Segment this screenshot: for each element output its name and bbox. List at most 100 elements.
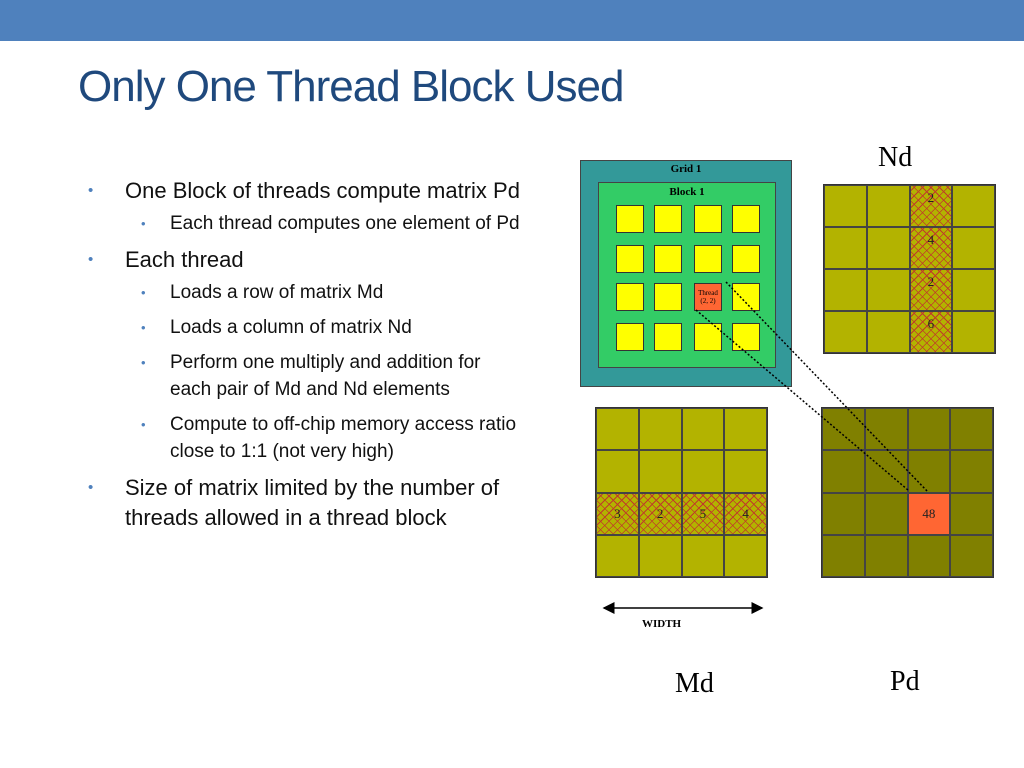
- thread-square: [694, 245, 722, 273]
- bullet-dot-icon: •: [88, 479, 94, 496]
- matrix-cell: [824, 269, 867, 311]
- bullet-dot-icon: •: [88, 182, 94, 199]
- sub-bullet-list: • Loads a row of matrix Md • Loads a col…: [141, 279, 526, 465]
- matrix-cell: [724, 534, 767, 577]
- thread-square: [654, 205, 682, 233]
- matrix-cell: [907, 408, 951, 451]
- bullet-text: Size of matrix limited by the number of …: [125, 475, 500, 530]
- matrix-cell: [596, 408, 639, 451]
- matrix-cell: [822, 492, 865, 535]
- thread-square: [732, 323, 760, 351]
- matrix-cell: [866, 185, 910, 227]
- bullet-dot-icon: •: [88, 251, 94, 268]
- matrix-cell: [596, 450, 639, 493]
- sub-bullet-list: • Each thread computes one element of Pd: [141, 210, 526, 237]
- sub-bullet-item: • Compute to off-chip memory access rati…: [141, 411, 526, 465]
- matrix-cell: [952, 185, 995, 227]
- matrix-cell: 5: [681, 492, 725, 535]
- matrix-cell: 2: [909, 269, 953, 311]
- cell-value: 4: [927, 232, 935, 247]
- matrix-cell: 4: [724, 492, 767, 535]
- md-label: Md: [675, 668, 714, 699]
- cell-value: 2: [927, 190, 935, 205]
- matrix-cell: [864, 408, 908, 451]
- matrix-cell: [866, 269, 910, 311]
- thread-square: [616, 283, 644, 311]
- thread-to-pd-line: [725, 281, 929, 493]
- cell-value: 2: [927, 274, 935, 289]
- sub-bullet-text: Perform one multiply and addition for ea…: [170, 352, 481, 400]
- width-label: WIDTH: [642, 618, 682, 630]
- matrix-cell: [907, 450, 951, 493]
- matrix-cell: [822, 408, 865, 451]
- thread-square: [732, 283, 760, 311]
- grid-label: Grid 1: [670, 163, 702, 175]
- cell-value: 4: [742, 505, 749, 521]
- matrix-cell: [824, 311, 867, 353]
- matrix-cell: [907, 534, 951, 577]
- sub-bullet-item: • Loads a row of matrix Md: [141, 279, 526, 306]
- thread-square: [654, 323, 682, 351]
- thread-square: [732, 205, 760, 233]
- thread-label: Thread: [698, 289, 718, 297]
- sub-bullet-text: Loads a column of matrix Nd: [170, 317, 412, 338]
- bullet-item: • One Block of threads compute matrix Pd…: [86, 176, 526, 237]
- bullet-dot-icon: •: [141, 417, 146, 432]
- thread-square: [654, 283, 682, 311]
- bullet-item: • Each thread • Loads a row of matrix Md…: [86, 245, 526, 465]
- bullet-item: • Size of matrix limited by the number o…: [86, 473, 526, 533]
- sub-bullet-text: Compute to off-chip memory access ratio …: [170, 414, 517, 462]
- matrix-cell: [950, 534, 993, 577]
- bullet-dot-icon: •: [141, 320, 146, 335]
- thread-square: [616, 323, 644, 351]
- matrix-cell: [681, 450, 725, 493]
- nd-label: Nd: [878, 142, 913, 173]
- matrix-cell: [864, 492, 908, 535]
- grid-box: Grid 1 Block 1 Thread(2, 2): [580, 160, 792, 387]
- nd-matrix: 2 4 2 6: [823, 184, 996, 354]
- matrix-diagram: Grid 1 Block 1 Thread(2, 2) Nd 2 4 2 6 3 2 5 4…: [560, 140, 1024, 710]
- top-bar: [0, 0, 1024, 41]
- pd-label: Pd: [890, 666, 920, 697]
- matrix-cell: [952, 269, 995, 311]
- matrix-cell: [822, 534, 865, 577]
- diagram-overlay: [602, 281, 929, 614]
- sub-bullet-text: Each thread computes one element of Pd: [170, 213, 520, 234]
- matrix-cell: [638, 408, 682, 451]
- block-label: Block 1: [669, 186, 705, 198]
- matrix-cell: [822, 450, 865, 493]
- bullet-text: One Block of threads compute matrix Pd: [125, 178, 520, 203]
- sub-bullet-item: • Perform one multiply and addition for …: [141, 349, 526, 403]
- bullet-dot-icon: •: [141, 355, 146, 370]
- matrix-cell: [824, 185, 867, 227]
- matrix-cell: [866, 227, 910, 269]
- matrix-cell: [681, 534, 725, 577]
- bullet-text: Each thread: [125, 247, 244, 272]
- matrix-cell: [724, 450, 767, 493]
- matrix-cell: [824, 227, 867, 269]
- matrix-cell: [950, 492, 993, 535]
- cell-value: 6: [927, 316, 935, 331]
- matrix-cell: [864, 534, 908, 577]
- matrix-cell: [596, 534, 639, 577]
- sub-bullet-text: Loads a row of matrix Md: [170, 282, 384, 303]
- cell-value: 3: [614, 505, 621, 521]
- matrix-cell: [638, 534, 682, 577]
- cell-value: 5: [699, 505, 707, 521]
- matrix-cell: [952, 227, 995, 269]
- cell-value: 2: [656, 505, 664, 521]
- thread-highlight: Thread(2, 2): [694, 283, 722, 311]
- thread-to-pd-line: [695, 309, 909, 491]
- matrix-cell: [638, 450, 682, 493]
- matrix-cell: 4: [909, 227, 953, 269]
- thread-square: [654, 245, 682, 273]
- thread-square: [732, 245, 760, 273]
- slide-title: Only One Thread Block Used: [78, 62, 624, 111]
- md-matrix: 3 2 5 4: [595, 407, 768, 578]
- pd-highlight-cell: 48: [907, 492, 951, 535]
- sub-bullet-item: • Each thread computes one element of Pd: [141, 210, 526, 237]
- pd-matrix: 48: [821, 407, 994, 578]
- thread-square: [694, 323, 722, 351]
- matrix-cell: [950, 408, 993, 451]
- bullet-dot-icon: •: [141, 285, 146, 300]
